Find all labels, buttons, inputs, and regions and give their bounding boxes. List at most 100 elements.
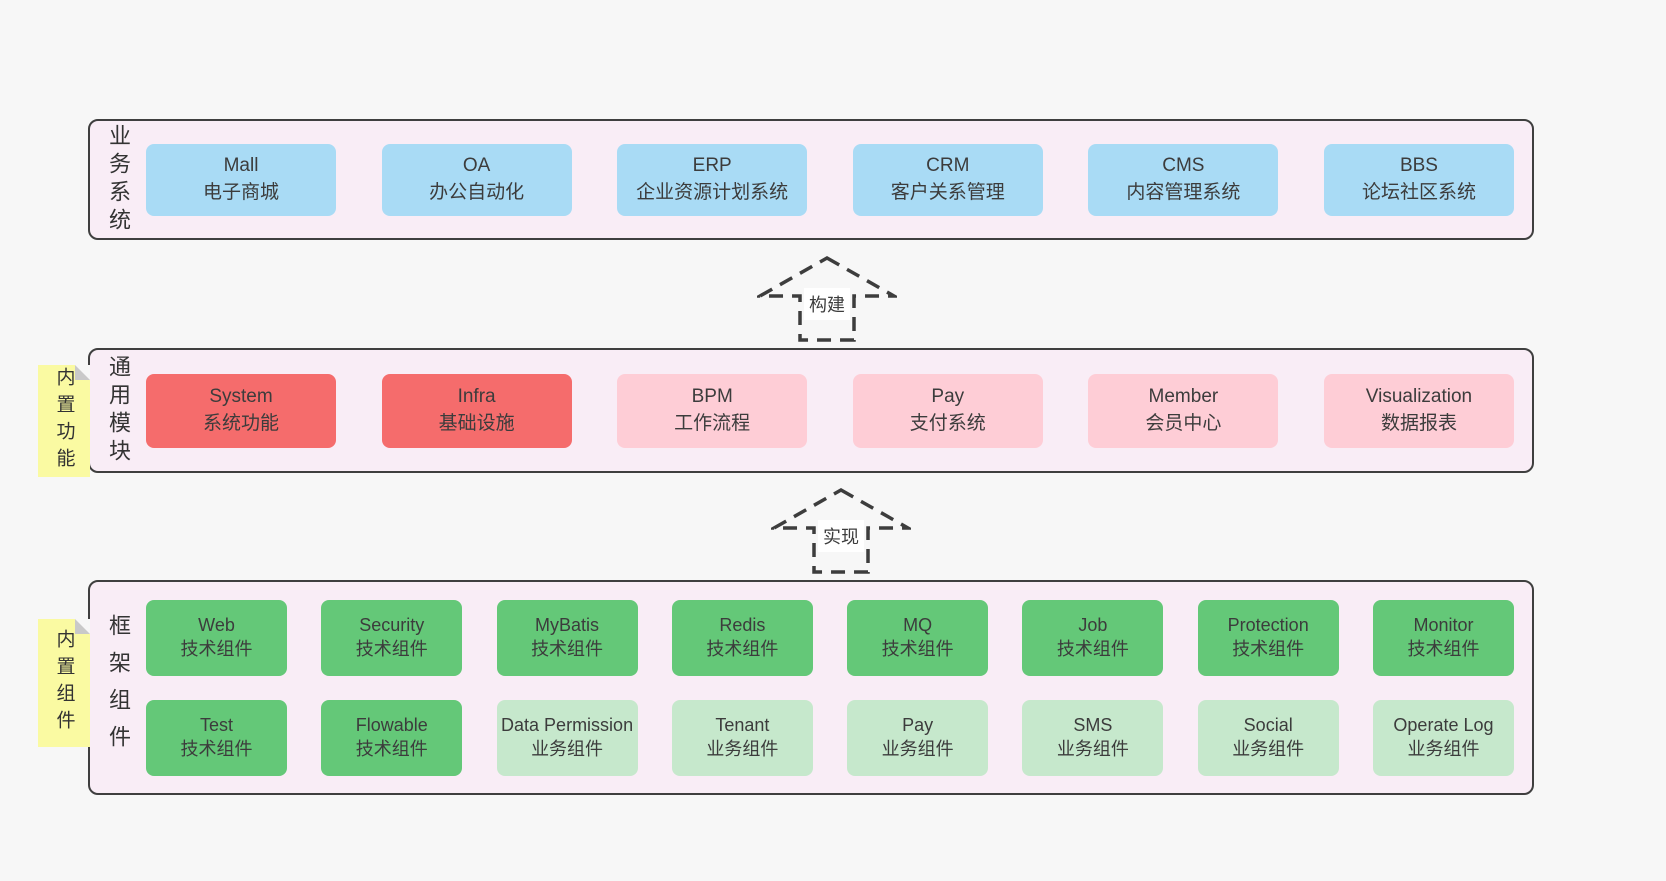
box-pay-module: Pay 支付系统 [852, 373, 1043, 448]
band-business-systems: 业务系统 Mall 电子商城 OA 办公自动化 ERP 企业资源计划系统 CRM… [88, 119, 1534, 240]
box-redis: Redis 技术组件 [671, 599, 813, 676]
box-name: Test [199, 715, 233, 736]
box-name: Pay [931, 386, 965, 408]
box-infra: Infra 基础设施 [381, 373, 572, 448]
box-name: System [209, 386, 273, 408]
box-name: SMS [1073, 715, 1113, 736]
box-name: Member [1148, 386, 1219, 408]
box-pay-component: Pay 业务组件 [847, 699, 989, 776]
up-arrow-icon [767, 487, 915, 574]
box-system: System 系统功能 [146, 373, 336, 448]
arrow-build: 构建 [753, 255, 901, 343]
box-name: Security [359, 615, 425, 636]
band-framework-boxes: Web 技术组件 Security 技术组件 MyBatis 技术组件 Redi… [146, 582, 1532, 793]
box-name: BPM [691, 386, 733, 408]
box-name: Web [198, 615, 235, 636]
box-name: Pay [902, 715, 934, 736]
box-desc: 论坛社区系统 [1361, 181, 1476, 203]
arrow-implement-label: 实现 [818, 520, 864, 552]
box-name: BBS [1399, 155, 1438, 177]
box-desc: 技术组件 [1232, 638, 1305, 659]
framework-row-2: Test 技术组件 Flowable 技术组件 Data Permission … [146, 699, 1514, 776]
box-oa: OA 办公自动化 [381, 143, 572, 216]
box-name: Flowable [355, 715, 428, 736]
box-desc: 技术组件 [531, 638, 604, 659]
box-desc: 内容管理系统 [1126, 181, 1241, 203]
framework-row-1: Web 技术组件 Security 技术组件 MyBatis 技术组件 Redi… [146, 599, 1514, 676]
box-desc: 技术组件 [706, 638, 779, 659]
box-sms: SMS 业务组件 [1022, 699, 1164, 776]
box-name: Visualization [1365, 386, 1473, 408]
band-business-label: 业务系统 [106, 123, 131, 236]
box-desc: 电子商城 [202, 181, 279, 203]
box-desc: 工作流程 [674, 412, 751, 434]
box-desc: 基础设施 [438, 412, 515, 434]
box-security: Security 技术组件 [321, 599, 463, 676]
box-name: Redis [719, 615, 766, 636]
box-job: Job 技术组件 [1022, 599, 1164, 676]
up-arrow-icon [753, 255, 901, 342]
box-desc: 支付系统 [909, 412, 986, 434]
band-modules-boxes: System 系统功能 Infra 基础设施 BPM 工作流程 Pay 支付系统… [146, 350, 1532, 471]
box-name: MyBatis [535, 615, 600, 636]
box-desc: 技术组件 [180, 738, 253, 759]
box-desc: 业务组件 [881, 738, 954, 759]
box-name: CRM [926, 155, 970, 177]
box-crm: CRM 客户关系管理 [852, 143, 1043, 216]
arrow-implement: 实现 [767, 487, 915, 575]
box-test: Test 技术组件 [146, 699, 287, 776]
box-name: MQ [903, 615, 933, 636]
box-desc: 数据报表 [1380, 412, 1457, 434]
box-desc: 技术组件 [1407, 638, 1480, 659]
box-name: Data Permission [501, 715, 634, 736]
box-monitor: Monitor 技术组件 [1372, 599, 1514, 676]
box-member: Member 会员中心 [1088, 373, 1279, 448]
box-data-permission: Data Permission 业务组件 [496, 699, 638, 776]
box-name: Infra [457, 386, 496, 408]
box-desc: 业务组件 [1056, 738, 1129, 759]
box-social: Social 业务组件 [1197, 699, 1339, 776]
box-tenant: Tenant 业务组件 [671, 699, 813, 776]
box-desc: 技术组件 [180, 638, 253, 659]
sticky-note-built-in-features: 内置功能 [38, 365, 90, 477]
box-name: Operate Log [1393, 715, 1494, 736]
box-desc: 技术组件 [355, 638, 428, 659]
box-bbs: BBS 论坛社区系统 [1323, 143, 1514, 216]
box-operate-log: Operate Log 业务组件 [1372, 699, 1514, 776]
box-bpm: BPM 工作流程 [617, 373, 808, 448]
box-protection: Protection 技术组件 [1197, 599, 1339, 676]
box-mq: MQ 技术组件 [847, 599, 989, 676]
box-erp: ERP 企业资源计划系统 [617, 143, 808, 216]
box-web: Web 技术组件 [146, 599, 287, 676]
box-name: ERP [692, 155, 732, 177]
box-flowable: Flowable 技术组件 [321, 699, 463, 776]
sticky-note-built-in-components: 内置组件 [38, 619, 90, 747]
box-mybatis: MyBatis 技术组件 [496, 599, 638, 676]
box-desc: 办公自动化 [429, 181, 525, 203]
box-desc: 业务组件 [706, 738, 779, 759]
box-cms: CMS 内容管理系统 [1088, 143, 1279, 216]
box-desc: 业务组件 [1232, 738, 1305, 759]
band-framework-components: 内置组件 框架组件 Web 技术组件 Security 技术组件 MyBatis… [38, 580, 1534, 795]
box-desc: 系统功能 [202, 412, 279, 434]
box-name: OA [462, 155, 491, 177]
band-business-boxes: Mall 电子商城 OA 办公自动化 ERP 企业资源计划系统 CRM 客户关系… [146, 121, 1532, 238]
box-name: Job [1078, 615, 1108, 636]
band-modules-label: 通用模块 [106, 354, 131, 467]
box-visualization: Visualization 数据报表 [1323, 373, 1514, 448]
box-desc: 技术组件 [1056, 638, 1129, 659]
box-name: Social [1243, 715, 1293, 736]
band-framework-label: 框架组件 [106, 613, 131, 762]
box-desc: 技术组件 [355, 738, 428, 759]
box-desc: 客户关系管理 [890, 181, 1005, 203]
band-common-modules: 内置功能 通用模块 System 系统功能 Infra 基础设施 BPM 工作流… [38, 348, 1534, 477]
box-mall: Mall 电子商城 [146, 143, 336, 216]
box-name: Protection [1227, 615, 1309, 636]
box-desc: 业务组件 [1407, 738, 1480, 759]
box-desc: 业务组件 [531, 738, 604, 759]
arrow-build-label: 构建 [804, 288, 850, 320]
box-desc: 会员中心 [1145, 412, 1222, 434]
box-desc: 技术组件 [881, 638, 954, 659]
box-name: CMS [1162, 155, 1205, 177]
box-name: Tenant [715, 715, 770, 736]
